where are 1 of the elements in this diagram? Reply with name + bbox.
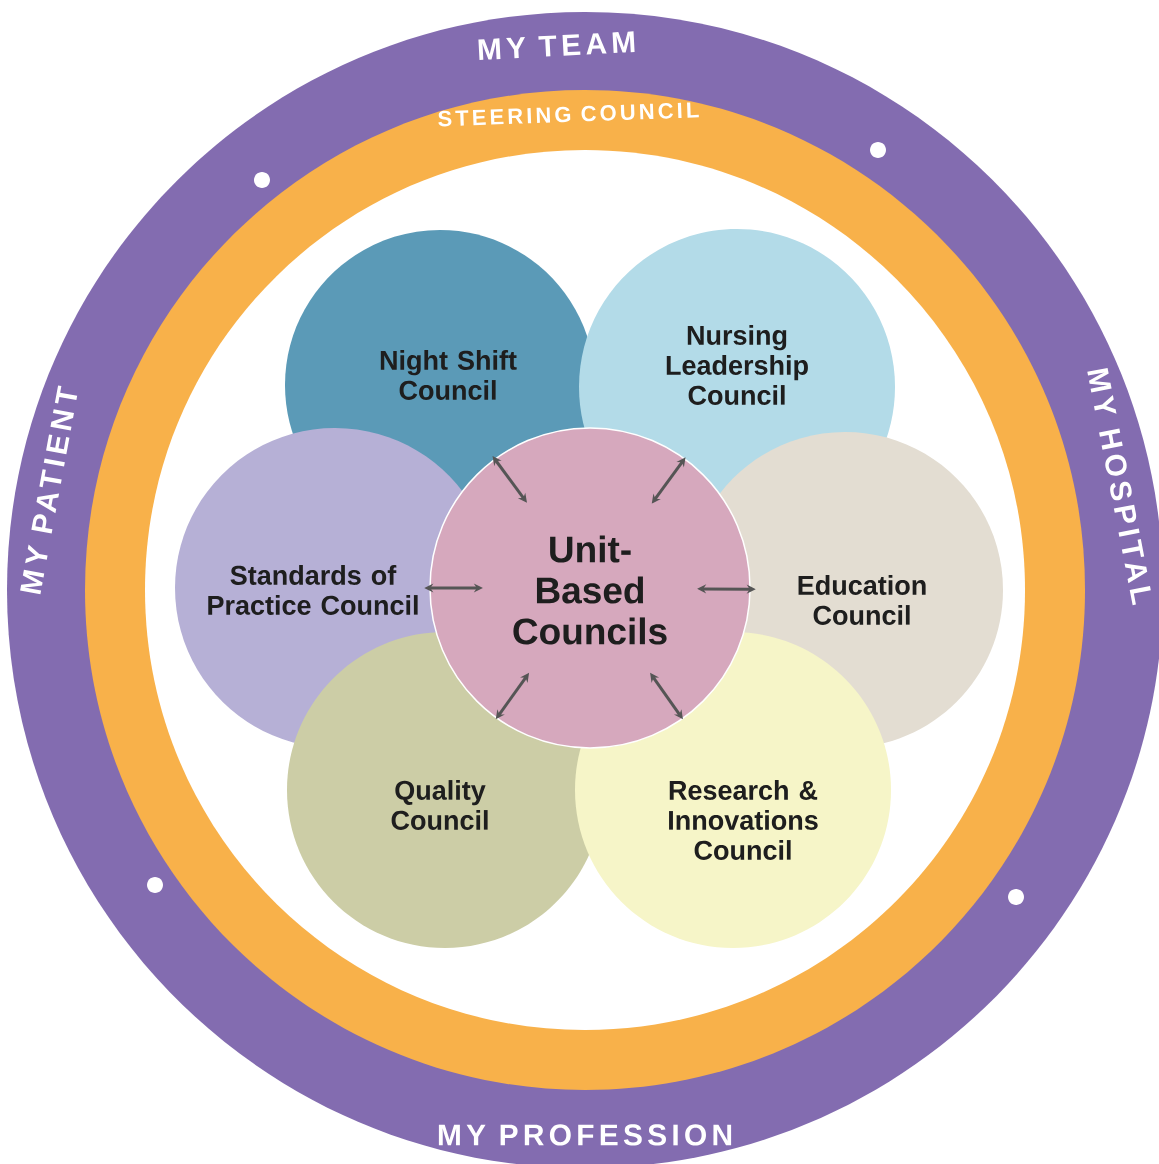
arrow <box>492 456 527 503</box>
